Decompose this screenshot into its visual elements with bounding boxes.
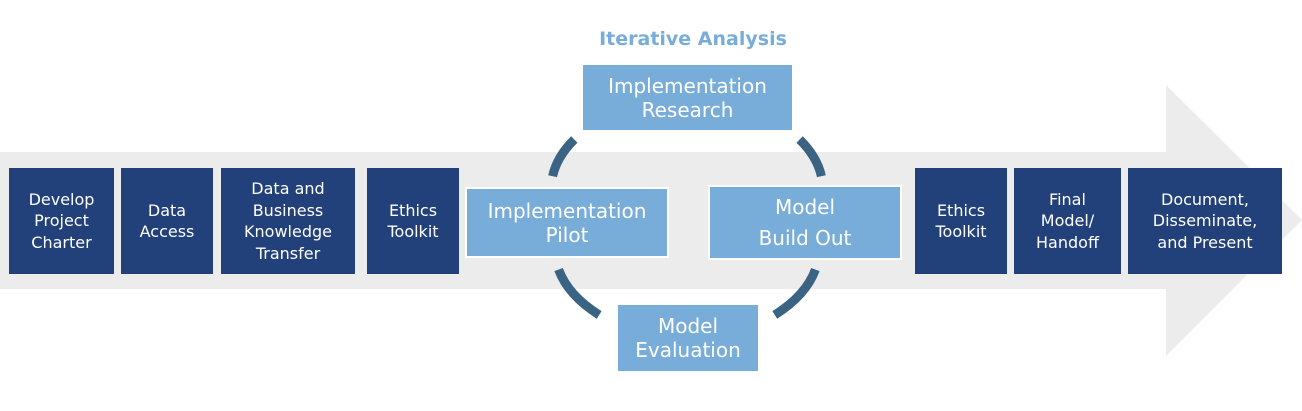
step-develop-project-charter: Develop Project Charter: [9, 168, 114, 274]
step-data-business-knowledge-transfer: Data and Business Knowledge Transfer: [221, 168, 355, 274]
step-final-model-handoff: Final Model/ Handoff: [1014, 168, 1121, 274]
cycle-arc-bottom-right: [772, 267, 820, 319]
cycle-arc-top-left: [548, 136, 578, 178]
cycle-model-evaluation: Model Evaluation: [616, 303, 760, 373]
cycle-implementation-pilot: Implementation Pilot: [465, 187, 669, 258]
cycle-arc-bottom-left: [554, 267, 602, 319]
cycle-arc-top-right: [796, 136, 826, 178]
cycle-model-build-out: Model Build Out: [708, 185, 902, 260]
step-data-access: Data Access: [121, 168, 213, 274]
cycle-arcs: [548, 136, 826, 319]
step-ethics-toolkit-left: Ethics Toolkit: [367, 168, 459, 274]
step-document-disseminate-present: Document, Disseminate, and Present: [1128, 168, 1282, 274]
cycle-implementation-research: Implementation Research: [581, 63, 794, 132]
cycle-title: Iterative Analysis: [599, 28, 787, 50]
step-ethics-toolkit-right: Ethics Toolkit: [915, 168, 1007, 274]
